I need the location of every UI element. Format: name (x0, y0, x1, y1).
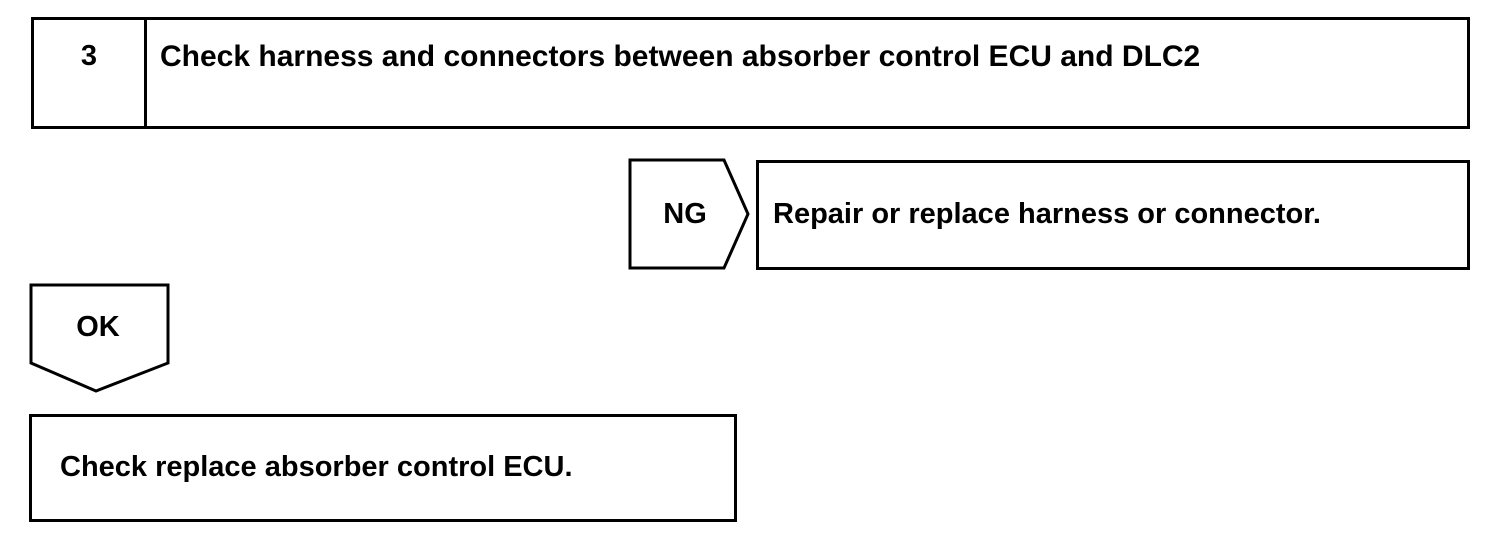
step-number: 3 (80, 40, 98, 72)
step-box (31, 17, 1470, 129)
final-step-text: Check replace absorber control ECU. (60, 451, 573, 483)
final-step-box (29, 414, 737, 522)
ok-label: OK (76, 311, 120, 343)
ng-result-box (756, 160, 1470, 270)
ng-label: NG (663, 198, 707, 230)
ng-result-text: Repair or replace harness or connector. (773, 198, 1321, 230)
ng-arrow-tag (628, 158, 750, 270)
step-divider (144, 17, 147, 129)
step-title: Check harness and connectors between abs… (160, 40, 1201, 73)
ok-arrow-tag (29, 283, 170, 393)
